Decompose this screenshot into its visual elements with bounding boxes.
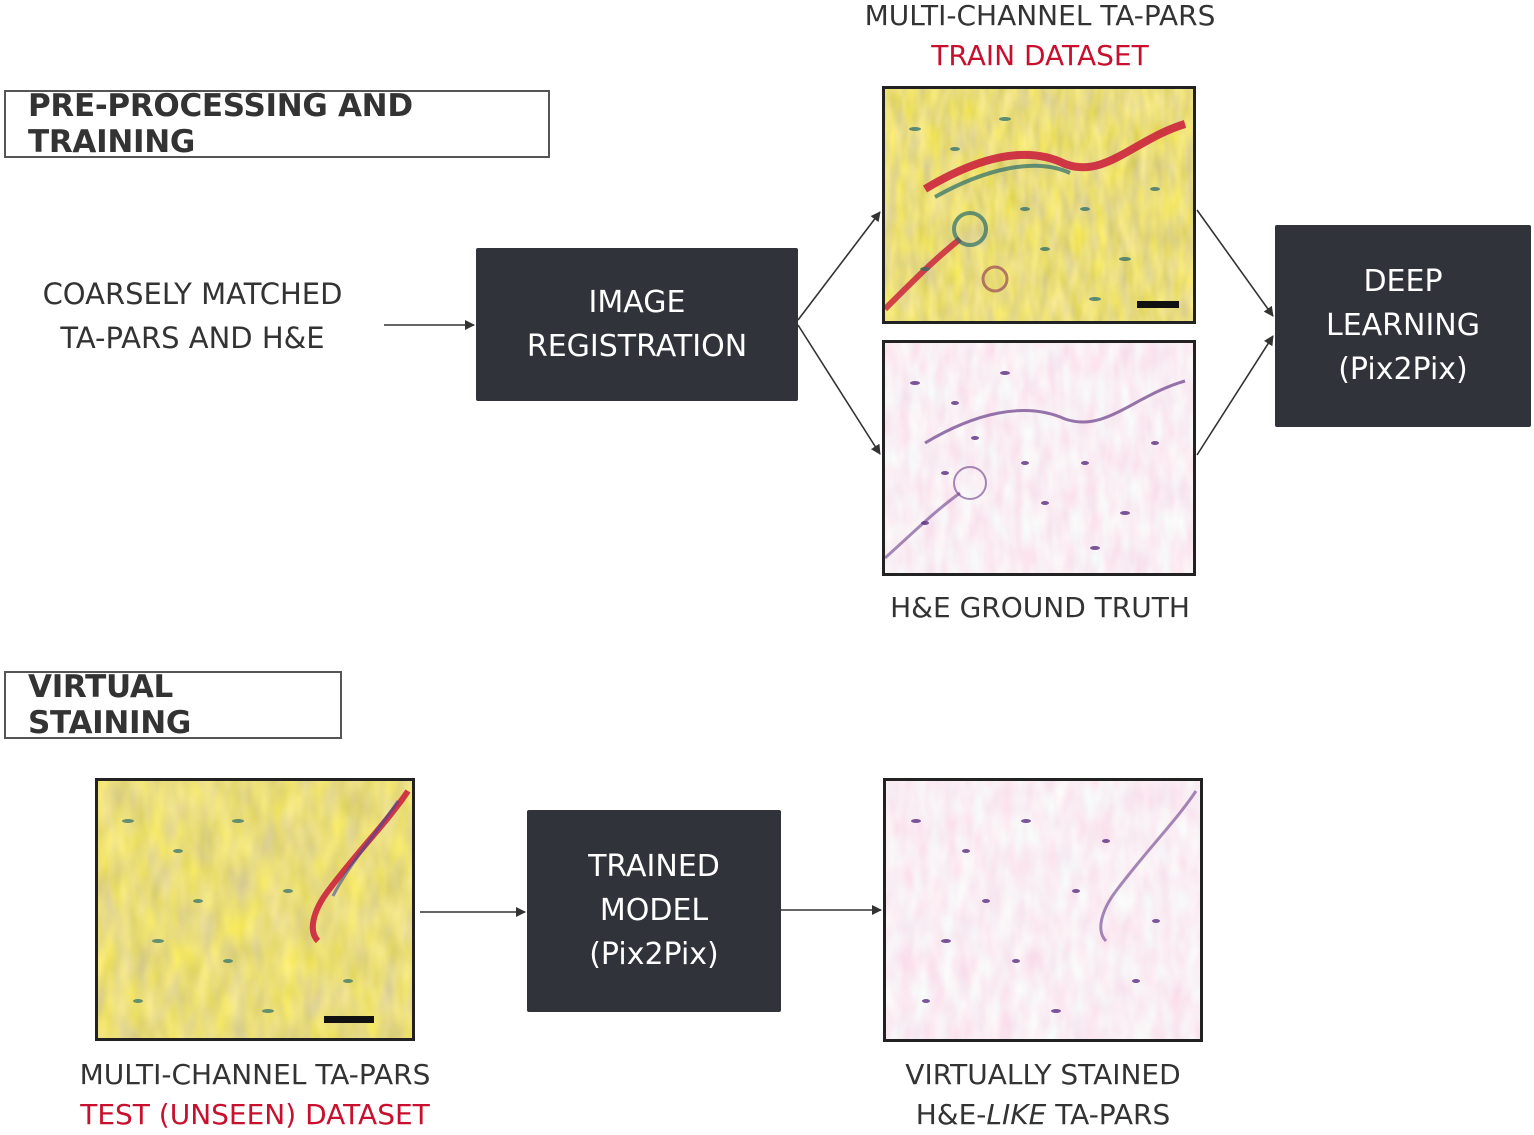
input-label: COARSELY MATCHED TA-PARS AND H&E bbox=[30, 272, 355, 360]
image-registration-line2: REGISTRATION bbox=[526, 328, 748, 364]
output-label: VIRTUALLY STAINED H&E-LIKE TA-PARS bbox=[843, 1055, 1243, 1135]
arrow-tapars-to-deep-learning bbox=[1196, 209, 1274, 317]
ground-truth-label: H&E GROUND TRUTH bbox=[890, 591, 1190, 624]
section-header-staining-text: VIRTUAL STAINING bbox=[28, 669, 192, 741]
image-registration-box: IMAGE REGISTRATION bbox=[476, 248, 798, 401]
trained-model-line3: (Pix2Pix) bbox=[589, 937, 719, 972]
trained-model-box: TRAINED MODEL (Pix2Pix) bbox=[527, 810, 781, 1012]
arrow-he-to-deep-learning bbox=[1196, 335, 1274, 456]
train-dataset-line2: TRAIN DATASET bbox=[931, 39, 1149, 72]
arrow-registration-to-tapars bbox=[797, 211, 881, 321]
test-dataset-line2: TEST (UNSEEN) DATASET bbox=[80, 1098, 430, 1131]
arrow-registration-to-he bbox=[797, 324, 881, 455]
output-label-he: H&E- bbox=[915, 1098, 987, 1131]
test-dataset-label: MULTI-CHANNEL TA-PARS TEST (UNSEEN) DATA… bbox=[55, 1055, 455, 1135]
train-dataset-line1: MULTI-CHANNEL TA-PARS bbox=[864, 0, 1216, 32]
section-header-training-text: PRE-PROCESSING AND TRAINING bbox=[28, 88, 413, 160]
test-dataset-line1: MULTI-CHANNEL TA-PARS bbox=[79, 1058, 431, 1091]
trained-model-line1: TRAINED bbox=[588, 849, 720, 884]
output-label-line2: H&E-LIKE TA-PARS bbox=[843, 1095, 1243, 1135]
deep-learning-box: DEEP LEARNING (Pix2Pix) bbox=[1275, 225, 1531, 427]
image-registration-line1: IMAGE bbox=[588, 284, 686, 320]
deep-learning-line3: (Pix2Pix) bbox=[1338, 352, 1468, 387]
trained-model-line2: MODEL bbox=[599, 893, 709, 928]
he-ground-truth-image bbox=[882, 340, 1196, 576]
tapars-test-image bbox=[95, 778, 415, 1041]
input-label-line2: TA-PARS AND H&E bbox=[60, 321, 325, 355]
section-header-training: PRE-PROCESSING AND TRAINING bbox=[4, 88, 550, 160]
train-dataset-label: MULTI-CHANNEL TA-PARS TRAIN DATASET bbox=[840, 0, 1240, 76]
input-label-line1: COARSELY MATCHED bbox=[42, 277, 343, 311]
virtually-stained-image bbox=[883, 778, 1203, 1042]
output-label-line1: VIRTUALLY STAINED bbox=[905, 1058, 1181, 1091]
tapars-train-image bbox=[882, 86, 1196, 324]
section-header-staining: VIRTUAL STAINING bbox=[4, 669, 342, 741]
output-label-like: LIKE bbox=[986, 1098, 1047, 1131]
deep-learning-line1: DEEP bbox=[1363, 264, 1443, 299]
output-label-tapars: TA-PARS bbox=[1046, 1098, 1171, 1131]
deep-learning-line2: LEARNING bbox=[1325, 308, 1480, 343]
